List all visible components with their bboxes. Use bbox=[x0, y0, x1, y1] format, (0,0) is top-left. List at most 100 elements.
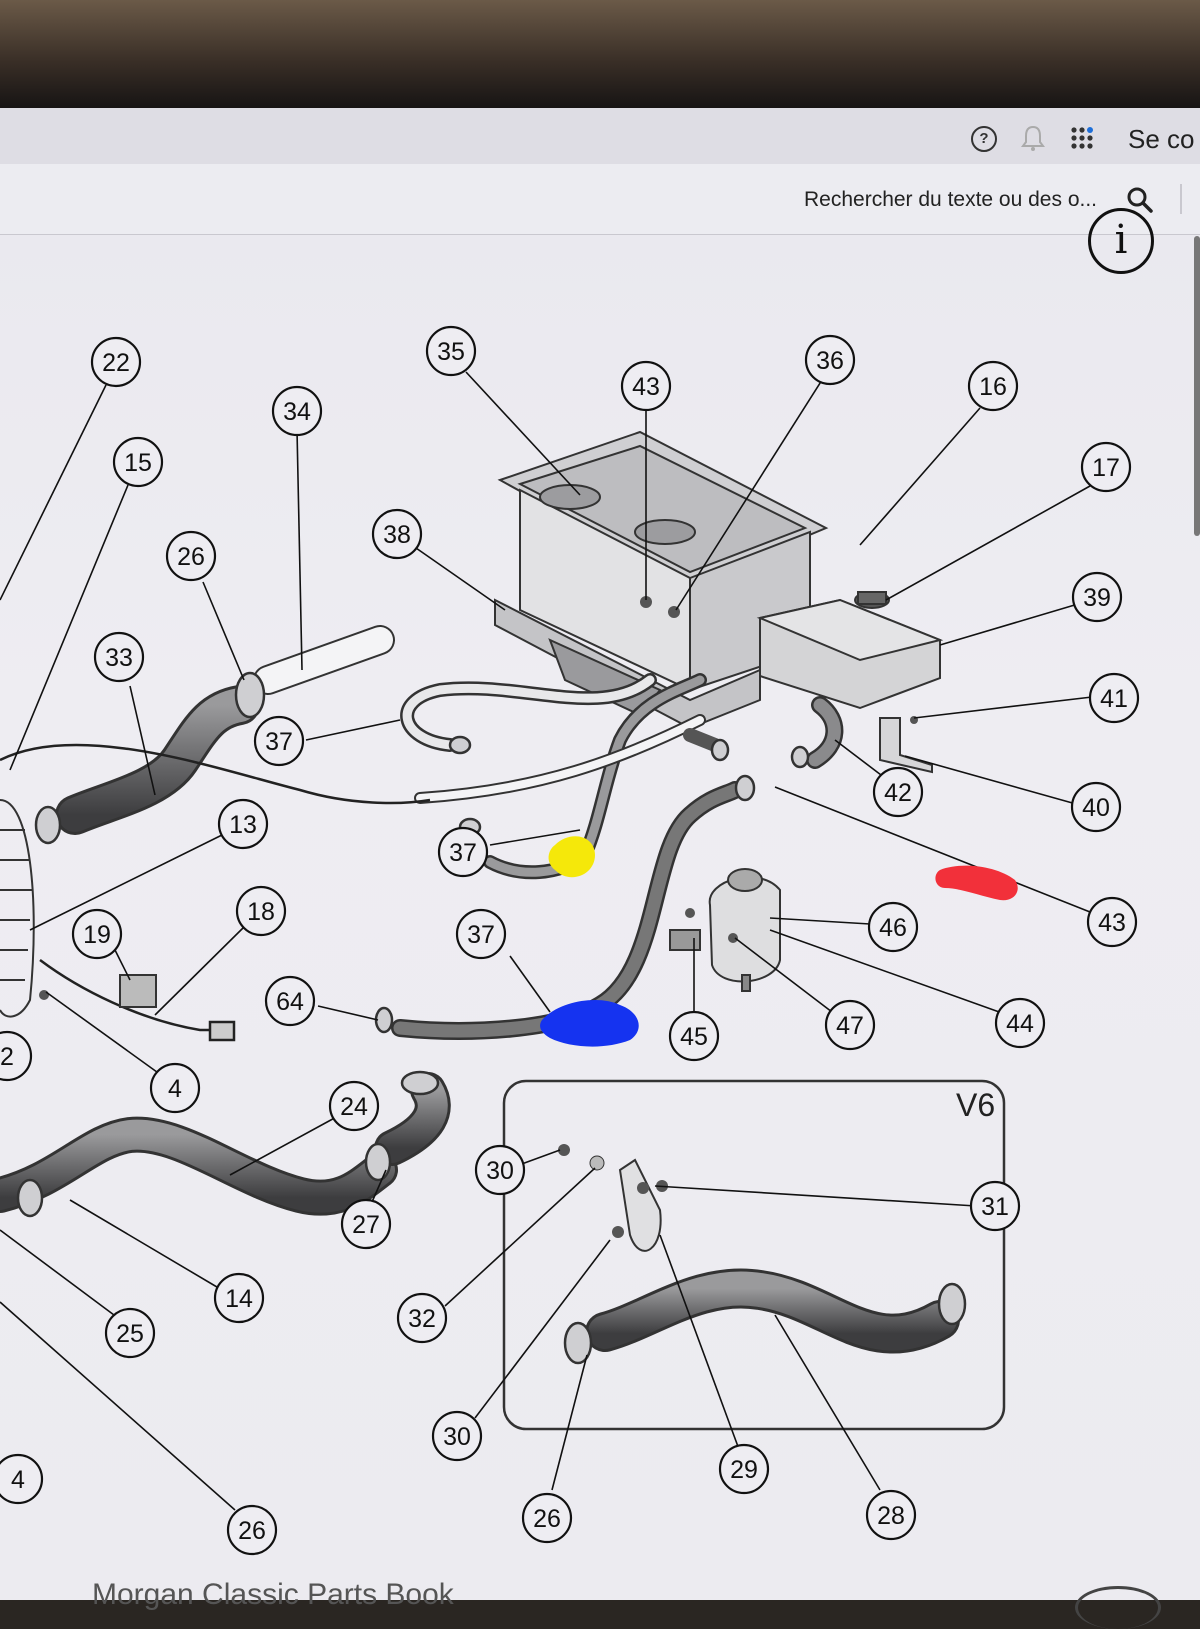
callout-47: 47 bbox=[824, 999, 876, 1051]
callout-13: 13 bbox=[217, 798, 269, 850]
fan bbox=[0, 799, 35, 1018]
callout-label: 26 bbox=[238, 1517, 266, 1545]
callout-label: 16 bbox=[979, 373, 1007, 401]
callout-label: 15 bbox=[124, 449, 152, 477]
callout-28: 28 bbox=[865, 1489, 917, 1541]
callout-17: 17 bbox=[1080, 441, 1132, 493]
callout-26: 26 bbox=[521, 1492, 573, 1544]
callout-4: 4 bbox=[149, 1062, 201, 1114]
callout-30: 30 bbox=[431, 1410, 483, 1462]
toolbar-divider bbox=[1180, 184, 1182, 214]
callout-label: 42 bbox=[884, 779, 912, 807]
search-input[interactable]: Rechercher du texte ou des o... bbox=[804, 188, 1098, 211]
callout-label: 4 bbox=[11, 1466, 25, 1494]
callout-43: 43 bbox=[620, 360, 672, 412]
callout-label: 24 bbox=[340, 1093, 368, 1121]
callout-label: 45 bbox=[680, 1023, 708, 1051]
callout-label: 30 bbox=[443, 1423, 471, 1451]
callout-label: 64 bbox=[276, 988, 304, 1016]
callout-45: 45 bbox=[668, 1010, 720, 1062]
callout-4: 4 bbox=[0, 1453, 44, 1505]
callout-26: 26 bbox=[165, 530, 217, 582]
brand-logo-icon bbox=[1075, 1586, 1161, 1629]
callout-38: 38 bbox=[371, 508, 423, 560]
callout-label: 31 bbox=[981, 1193, 1009, 1221]
callout-label: 39 bbox=[1083, 584, 1111, 612]
search-toolbar: Rechercher du texte ou des o... bbox=[0, 164, 1200, 235]
callout-label: 33 bbox=[105, 644, 133, 672]
callout-32: 32 bbox=[396, 1292, 448, 1344]
sign-in-link[interactable]: Se co bbox=[1128, 124, 1195, 154]
callout-24: 24 bbox=[328, 1080, 380, 1132]
callout-14: 14 bbox=[213, 1272, 265, 1324]
leader-lines bbox=[0, 371, 1093, 1511]
callout-43: 43 bbox=[1086, 896, 1138, 948]
bell-icon[interactable] bbox=[1020, 124, 1046, 152]
callout-40: 40 bbox=[1070, 781, 1122, 833]
monitor-bezel bbox=[0, 0, 1200, 110]
callout-label: 37 bbox=[449, 839, 477, 867]
callout-29: 29 bbox=[718, 1443, 770, 1495]
callout-label: 32 bbox=[408, 1305, 436, 1333]
callout-label: 29 bbox=[730, 1456, 758, 1484]
callout-label: 41 bbox=[1100, 685, 1128, 713]
callout-label: 26 bbox=[533, 1505, 561, 1533]
callout-label: 4 bbox=[168, 1075, 182, 1103]
callout-15: 15 bbox=[112, 436, 164, 488]
callout-label: 35 bbox=[437, 338, 465, 366]
footer-title: Morgan Classic Parts Book bbox=[92, 1578, 454, 1611]
search-icon[interactable] bbox=[1126, 186, 1154, 214]
help-icon[interactable]: ? bbox=[971, 126, 997, 152]
callout-label: 37 bbox=[265, 728, 293, 756]
callout-label: 43 bbox=[632, 373, 660, 401]
callout-64: 64 bbox=[264, 975, 316, 1027]
info-icon[interactable]: i bbox=[1088, 208, 1154, 274]
callout-label: 25 bbox=[116, 1320, 144, 1348]
callout-label: 2 bbox=[0, 1043, 14, 1071]
callout-label: 30 bbox=[486, 1157, 514, 1185]
callout-42: 42 bbox=[872, 766, 924, 818]
callout-16: 16 bbox=[967, 360, 1019, 412]
heater-box bbox=[494, 430, 829, 730]
callout-label: 40 bbox=[1082, 794, 1110, 822]
callout-label: 47 bbox=[836, 1012, 864, 1040]
callout-label: 44 bbox=[1006, 1010, 1034, 1038]
callout-label: 46 bbox=[879, 914, 907, 942]
callout-26: 26 bbox=[226, 1504, 278, 1556]
expansion-tank bbox=[756, 591, 944, 710]
callout-39: 39 bbox=[1071, 571, 1123, 623]
callout-2: 2 bbox=[0, 1030, 33, 1082]
callout-label: 22 bbox=[102, 349, 130, 377]
callout-label: 14 bbox=[225, 1285, 253, 1313]
bracket-and-clips bbox=[119, 717, 933, 1252]
callout-25: 25 bbox=[104, 1307, 156, 1359]
callout-bubbles: 2215343543361617382639334137424013371837… bbox=[0, 325, 1140, 1556]
hoses bbox=[0, 625, 960, 1354]
callout-34: 34 bbox=[271, 385, 323, 437]
callout-label: 34 bbox=[283, 398, 311, 426]
callout-label: 19 bbox=[83, 921, 111, 949]
callout-33: 33 bbox=[93, 631, 145, 683]
callout-37: 37 bbox=[437, 826, 489, 878]
callout-22: 22 bbox=[90, 336, 142, 388]
callout-label: 18 bbox=[247, 898, 275, 926]
callout-37: 37 bbox=[455, 908, 507, 960]
callout-label: 17 bbox=[1092, 454, 1120, 482]
callout-label: 38 bbox=[383, 521, 411, 549]
small-reservoir bbox=[669, 868, 781, 992]
callout-30: 30 bbox=[474, 1144, 526, 1196]
v6-inset-frame bbox=[502, 1079, 1006, 1431]
callout-35: 35 bbox=[425, 325, 477, 377]
callout-41: 41 bbox=[1088, 672, 1140, 724]
callout-37: 37 bbox=[253, 715, 305, 767]
apps-grid-icon[interactable] bbox=[1070, 126, 1094, 150]
callout-label: 26 bbox=[177, 543, 205, 571]
callout-label: 36 bbox=[816, 347, 844, 375]
top-bar: ? Se co bbox=[0, 108, 1200, 164]
wire bbox=[0, 743, 431, 1042]
yellow-highlight bbox=[548, 836, 595, 878]
red-highlight bbox=[935, 865, 1018, 901]
scrollbar[interactable] bbox=[1194, 236, 1200, 536]
blue-highlight bbox=[540, 1000, 639, 1047]
callout-46: 46 bbox=[867, 901, 919, 953]
